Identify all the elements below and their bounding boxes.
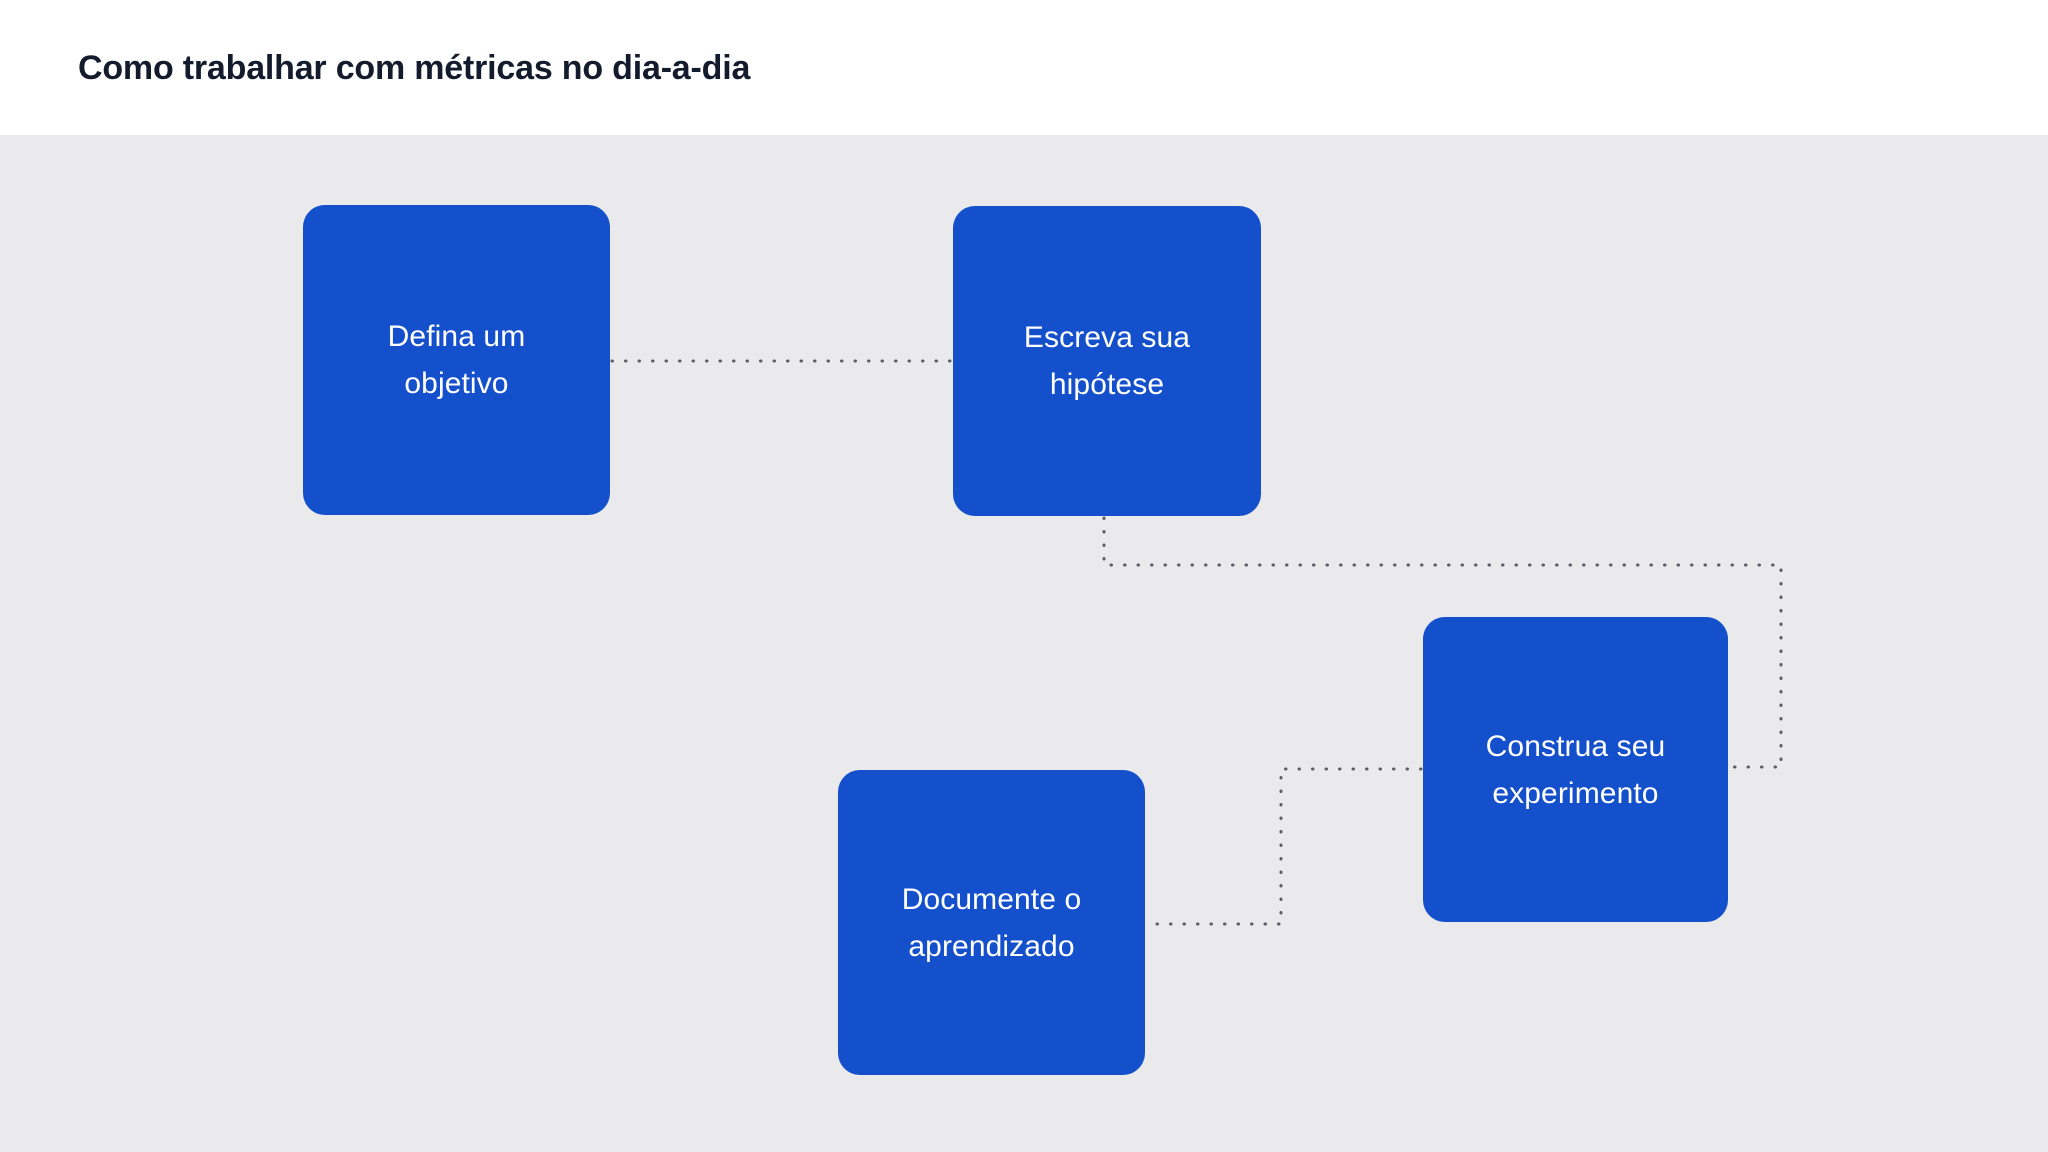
flow-node-hipotese[interactable]: Escreva sua hipótese [953,206,1261,516]
flow-node-label: Documente o aprendizado [901,882,1082,963]
flow-node-label: Defina um objetivo [387,320,526,400]
flow-node-documente[interactable]: Documente o aprendizado [838,770,1145,1075]
diagram-canvas: Defina um objetivo Escreva sua hipótese … [0,135,2048,1152]
connector-experimento-to-documente [1145,767,1423,926]
page-title: Como trabalhar com métricas no dia-a-dia [78,49,751,87]
flow-node-experimento[interactable]: Construa seu experimento [1423,617,1728,922]
flow-node-objetivo[interactable]: Defina um objetivo [303,205,610,515]
flow-node-label: Construa seu experimento [1485,729,1666,810]
slide-header: Como trabalhar com métricas no dia-a-dia [0,0,2048,135]
flow-node-label: Escreva sua hipótese [1023,321,1191,401]
